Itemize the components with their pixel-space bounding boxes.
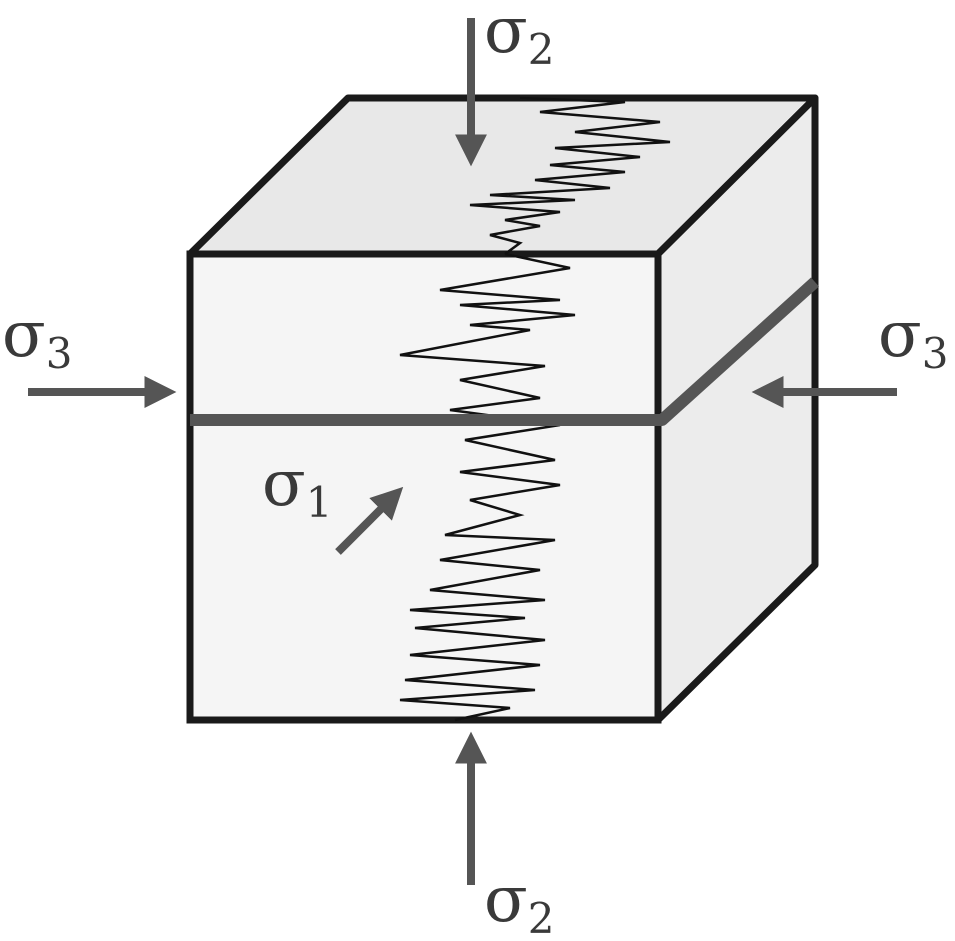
cube-front-face <box>186 250 662 724</box>
fracture-top-trace <box>469 96 671 256</box>
fault-band <box>190 277 820 426</box>
sigma2-bottom-label: σ2 <box>484 863 554 941</box>
sigma3-left-label: σ3 <box>2 298 72 378</box>
fracture-front-trace <box>399 252 576 722</box>
sigma1-label: σ1 <box>262 447 332 527</box>
sigma3-right-label: σ3 <box>878 298 948 378</box>
sigma2-top-label: σ2 <box>484 0 554 74</box>
sigma1-arrow <box>335 486 404 555</box>
